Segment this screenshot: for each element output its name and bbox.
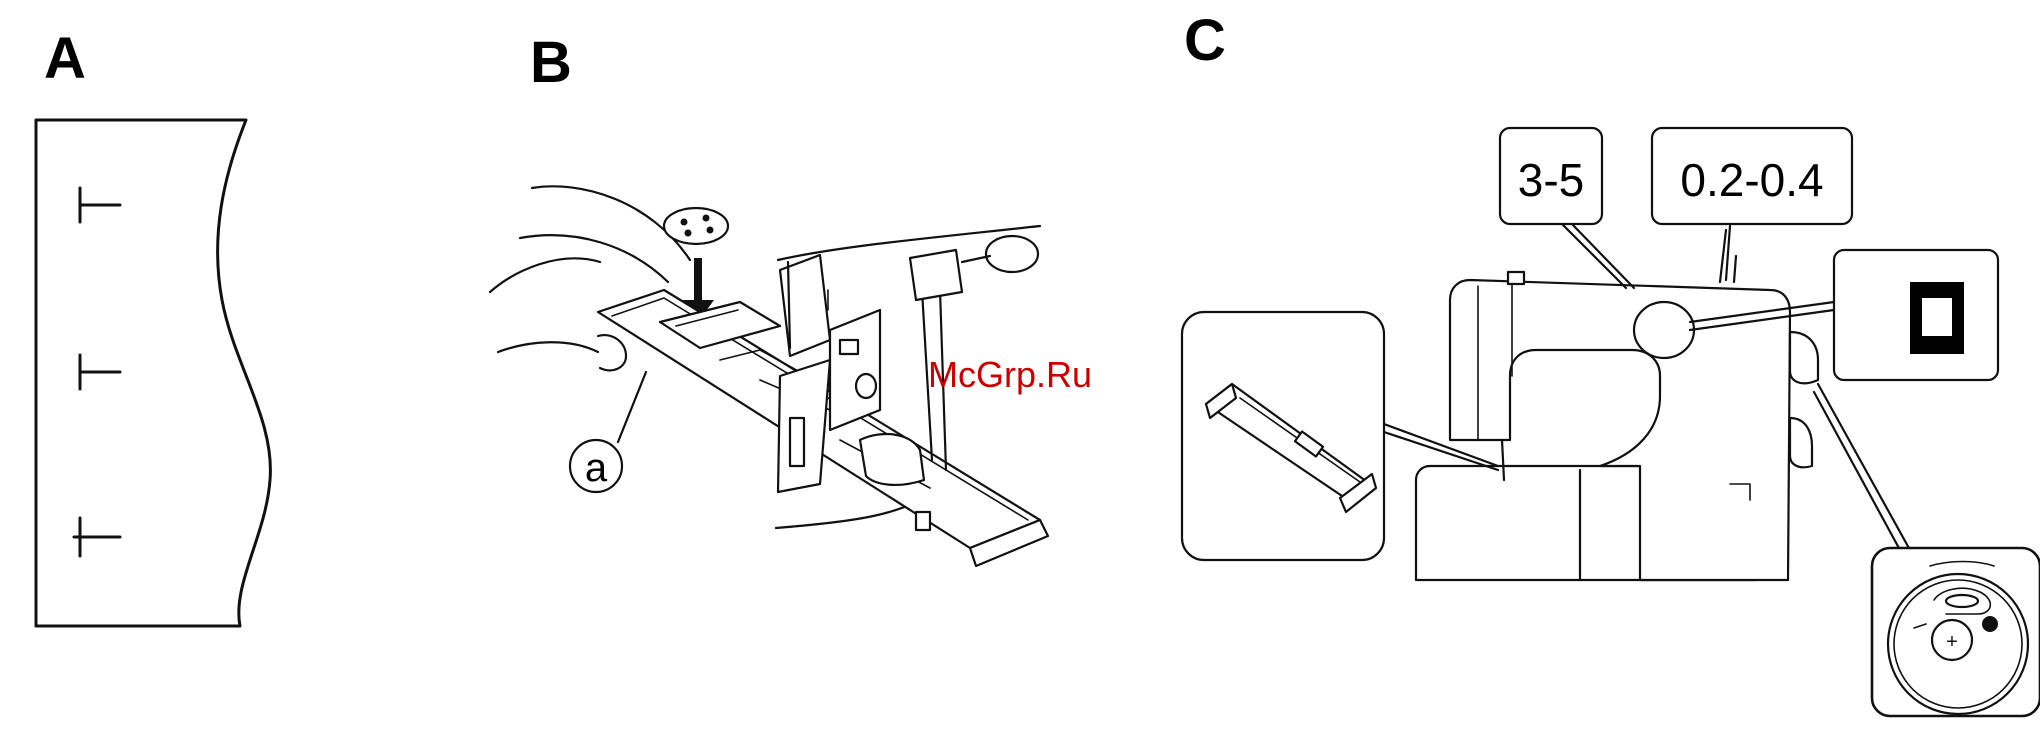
- panel-b: B: [490, 30, 1048, 566]
- panel-c: C: [1182, 8, 2040, 716]
- buttonhole-symbol-icon: [1910, 282, 1964, 354]
- stitch-length-setting: 3-5: [1500, 128, 1602, 224]
- panel-c-letter: C: [1184, 8, 1226, 73]
- dial-inset: +: [1872, 548, 2040, 716]
- stitch-width-setting: 0.2-0.4: [1652, 128, 1852, 224]
- panel-a-letter: A: [44, 26, 86, 91]
- panel-b-letter: B: [530, 30, 572, 95]
- callout-a-label: a: [585, 446, 608, 490]
- button-disc: [664, 208, 728, 244]
- fabric-piece: [36, 120, 270, 626]
- buttonhole-mark: [74, 518, 120, 556]
- callout-a: a: [570, 372, 646, 492]
- stitch-length-label: 3-5: [1518, 154, 1584, 206]
- foot-inset: [1182, 312, 1384, 560]
- sewing-machine: [1416, 230, 1818, 580]
- hand-upper: [490, 186, 690, 292]
- stitch-width-label: 0.2-0.4: [1680, 154, 1823, 206]
- panel-a: A: [36, 26, 270, 626]
- buttonhole-mark: [80, 188, 120, 222]
- watermark: McGrp.Ru: [928, 354, 1092, 395]
- buttonhole-marks: [74, 188, 120, 556]
- buttonhole-mark: [80, 355, 120, 389]
- buttonhole-pattern-setting: [1834, 250, 1998, 380]
- dial-center-mark: +: [1946, 631, 1958, 653]
